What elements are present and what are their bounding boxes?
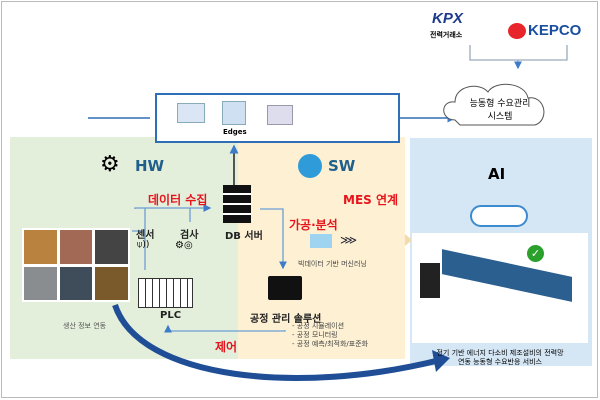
solution-features: - 공정 시뮬레이션 - 공정 모니터링 - 공정 예측/최적화/표준화 bbox=[292, 322, 368, 349]
feature-item: - 공정 예측/최적화/표준화 bbox=[292, 340, 369, 348]
control-label: 제어 bbox=[215, 340, 238, 354]
cloud-line2: 시스템 bbox=[487, 112, 513, 122]
inspect-label: 검사 bbox=[180, 230, 199, 241]
kpx-logo: KPX bbox=[432, 10, 463, 27]
edges-label: Edges bbox=[223, 128, 247, 136]
mes-link-label: MES 연계 bbox=[343, 193, 399, 207]
inspect-icon: ⚙◎ bbox=[175, 240, 193, 251]
db-server-label: DB 서버 bbox=[225, 231, 263, 242]
cloud-line1: 능동형 수요관리 bbox=[469, 99, 531, 109]
chip-icon bbox=[177, 103, 205, 123]
sensor-label: 센서 bbox=[136, 230, 155, 241]
kepco-logo: KEPCO bbox=[528, 22, 582, 39]
ai-cloud-icon bbox=[470, 205, 528, 227]
caption-line2: 연동 능동형 수요반응 서비스 bbox=[458, 358, 542, 366]
ml-label: 빅데이터 기반 머신러닝 bbox=[298, 260, 367, 268]
kpx-subtitle: 전력거래소 bbox=[430, 31, 463, 39]
sw-panel bbox=[238, 137, 405, 359]
cloud-shape bbox=[443, 83, 545, 126]
neural-net-icon: ⋙ bbox=[340, 233, 358, 247]
plc-icon bbox=[138, 278, 193, 308]
production-link-label: 생산 정보 연동 bbox=[63, 322, 107, 330]
factory-photos bbox=[22, 228, 130, 302]
gear-icon: ⚙ bbox=[100, 152, 120, 177]
edges-box: Edges bbox=[155, 93, 400, 143]
kepco-emblem bbox=[508, 23, 526, 39]
edge-device-icon bbox=[222, 101, 246, 125]
plc-label: PLC bbox=[160, 310, 182, 321]
caption-line1: 전기 기반 에너지 다소비 제조설비의 전력망 bbox=[436, 349, 564, 357]
solution-label: 공정 관리 솔루션 bbox=[250, 314, 322, 325]
smart-factory-illustration: ✓ bbox=[412, 233, 588, 343]
ai-caption: 전기 기반 에너지 다소비 제조설비의 전력망 연동 능동형 수요반응 서비스 bbox=[412, 349, 588, 367]
data-collect-label: 데이터 수집 bbox=[148, 193, 208, 207]
feature-item: - 공정 시뮬레이션 bbox=[292, 322, 345, 330]
computer-monitor-icon bbox=[268, 276, 302, 300]
feature-item: - 공정 모니터링 bbox=[292, 331, 338, 339]
analytics-icon bbox=[310, 234, 332, 248]
ai-title: AI bbox=[488, 165, 506, 183]
sensor-icon: ⍦)) bbox=[137, 240, 150, 250]
database-icon bbox=[223, 185, 251, 223]
hw-title: HW bbox=[135, 157, 165, 175]
server-icon bbox=[267, 105, 293, 125]
process-analysis-label: 가공·분석 bbox=[289, 218, 338, 232]
sw-title: SW bbox=[328, 157, 356, 175]
sw-monitor-icon bbox=[298, 154, 322, 178]
